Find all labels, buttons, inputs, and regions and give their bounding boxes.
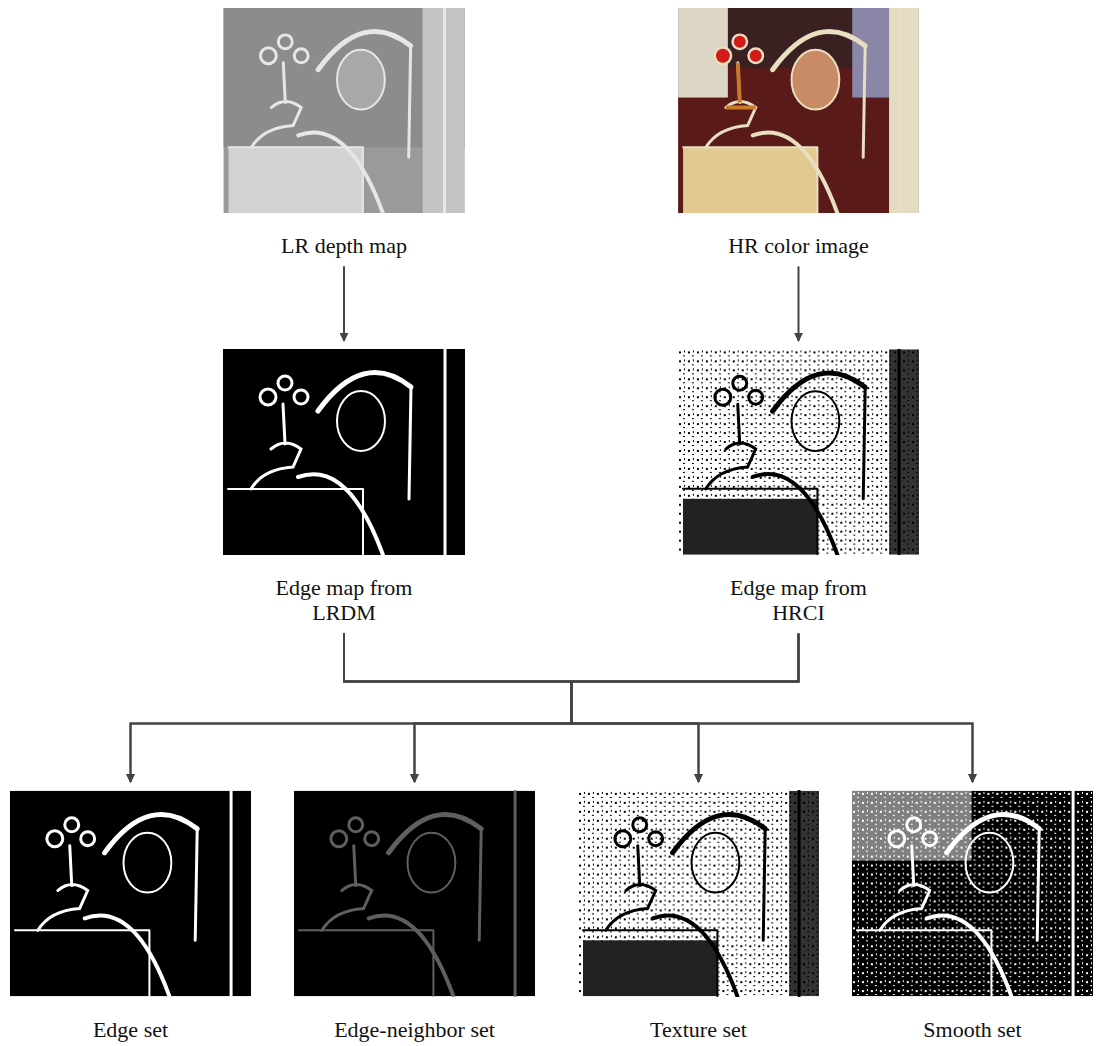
flow-arrow — [798, 266, 800, 341]
texture-set-image — [578, 790, 819, 997]
flow-arrow — [344, 634, 571, 782]
flow-arrow — [415, 634, 799, 782]
flow-arrow — [571, 634, 798, 782]
smooth-set-image — [852, 790, 1093, 997]
color-image — [678, 8, 919, 213]
edge-neighbor-image — [294, 790, 535, 997]
edge-map-image — [223, 349, 465, 555]
panel-caption: Edge set — [13, 1017, 249, 1042]
depth-map-image — [223, 8, 465, 213]
flow-arrow — [131, 634, 572, 782]
image-panel: LR depth map — [223, 8, 465, 258]
panel-caption: LR depth map — [229, 233, 459, 258]
panel-caption: Edge-neighbor set — [297, 1017, 533, 1042]
flow-arrow — [343, 266, 345, 341]
image-panel: Smooth set — [852, 790, 1093, 1042]
image-panel: Edge set — [10, 790, 251, 1042]
edge-map-image — [678, 349, 919, 555]
edge-set-image — [10, 790, 251, 997]
flow-arrow — [344, 634, 973, 782]
panel-caption: HR color image — [684, 233, 914, 258]
flow-arrow — [344, 634, 699, 782]
image-panel: Edge-neighbor set — [294, 790, 535, 1042]
flow-arrow — [571, 634, 972, 782]
image-panel: Edge map from LRDM — [223, 349, 465, 626]
image-panel: Edge map from HRCI — [678, 349, 919, 626]
flow-arrow — [131, 634, 799, 782]
panel-caption: Edge map from HRCI — [724, 575, 874, 626]
image-panel: Texture set — [578, 790, 819, 1042]
panel-caption: Smooth set — [855, 1017, 1091, 1042]
panel-caption: Edge map from LRDM — [269, 575, 419, 626]
image-panel: HR color image — [678, 8, 919, 258]
panel-caption: Texture set — [581, 1017, 817, 1042]
